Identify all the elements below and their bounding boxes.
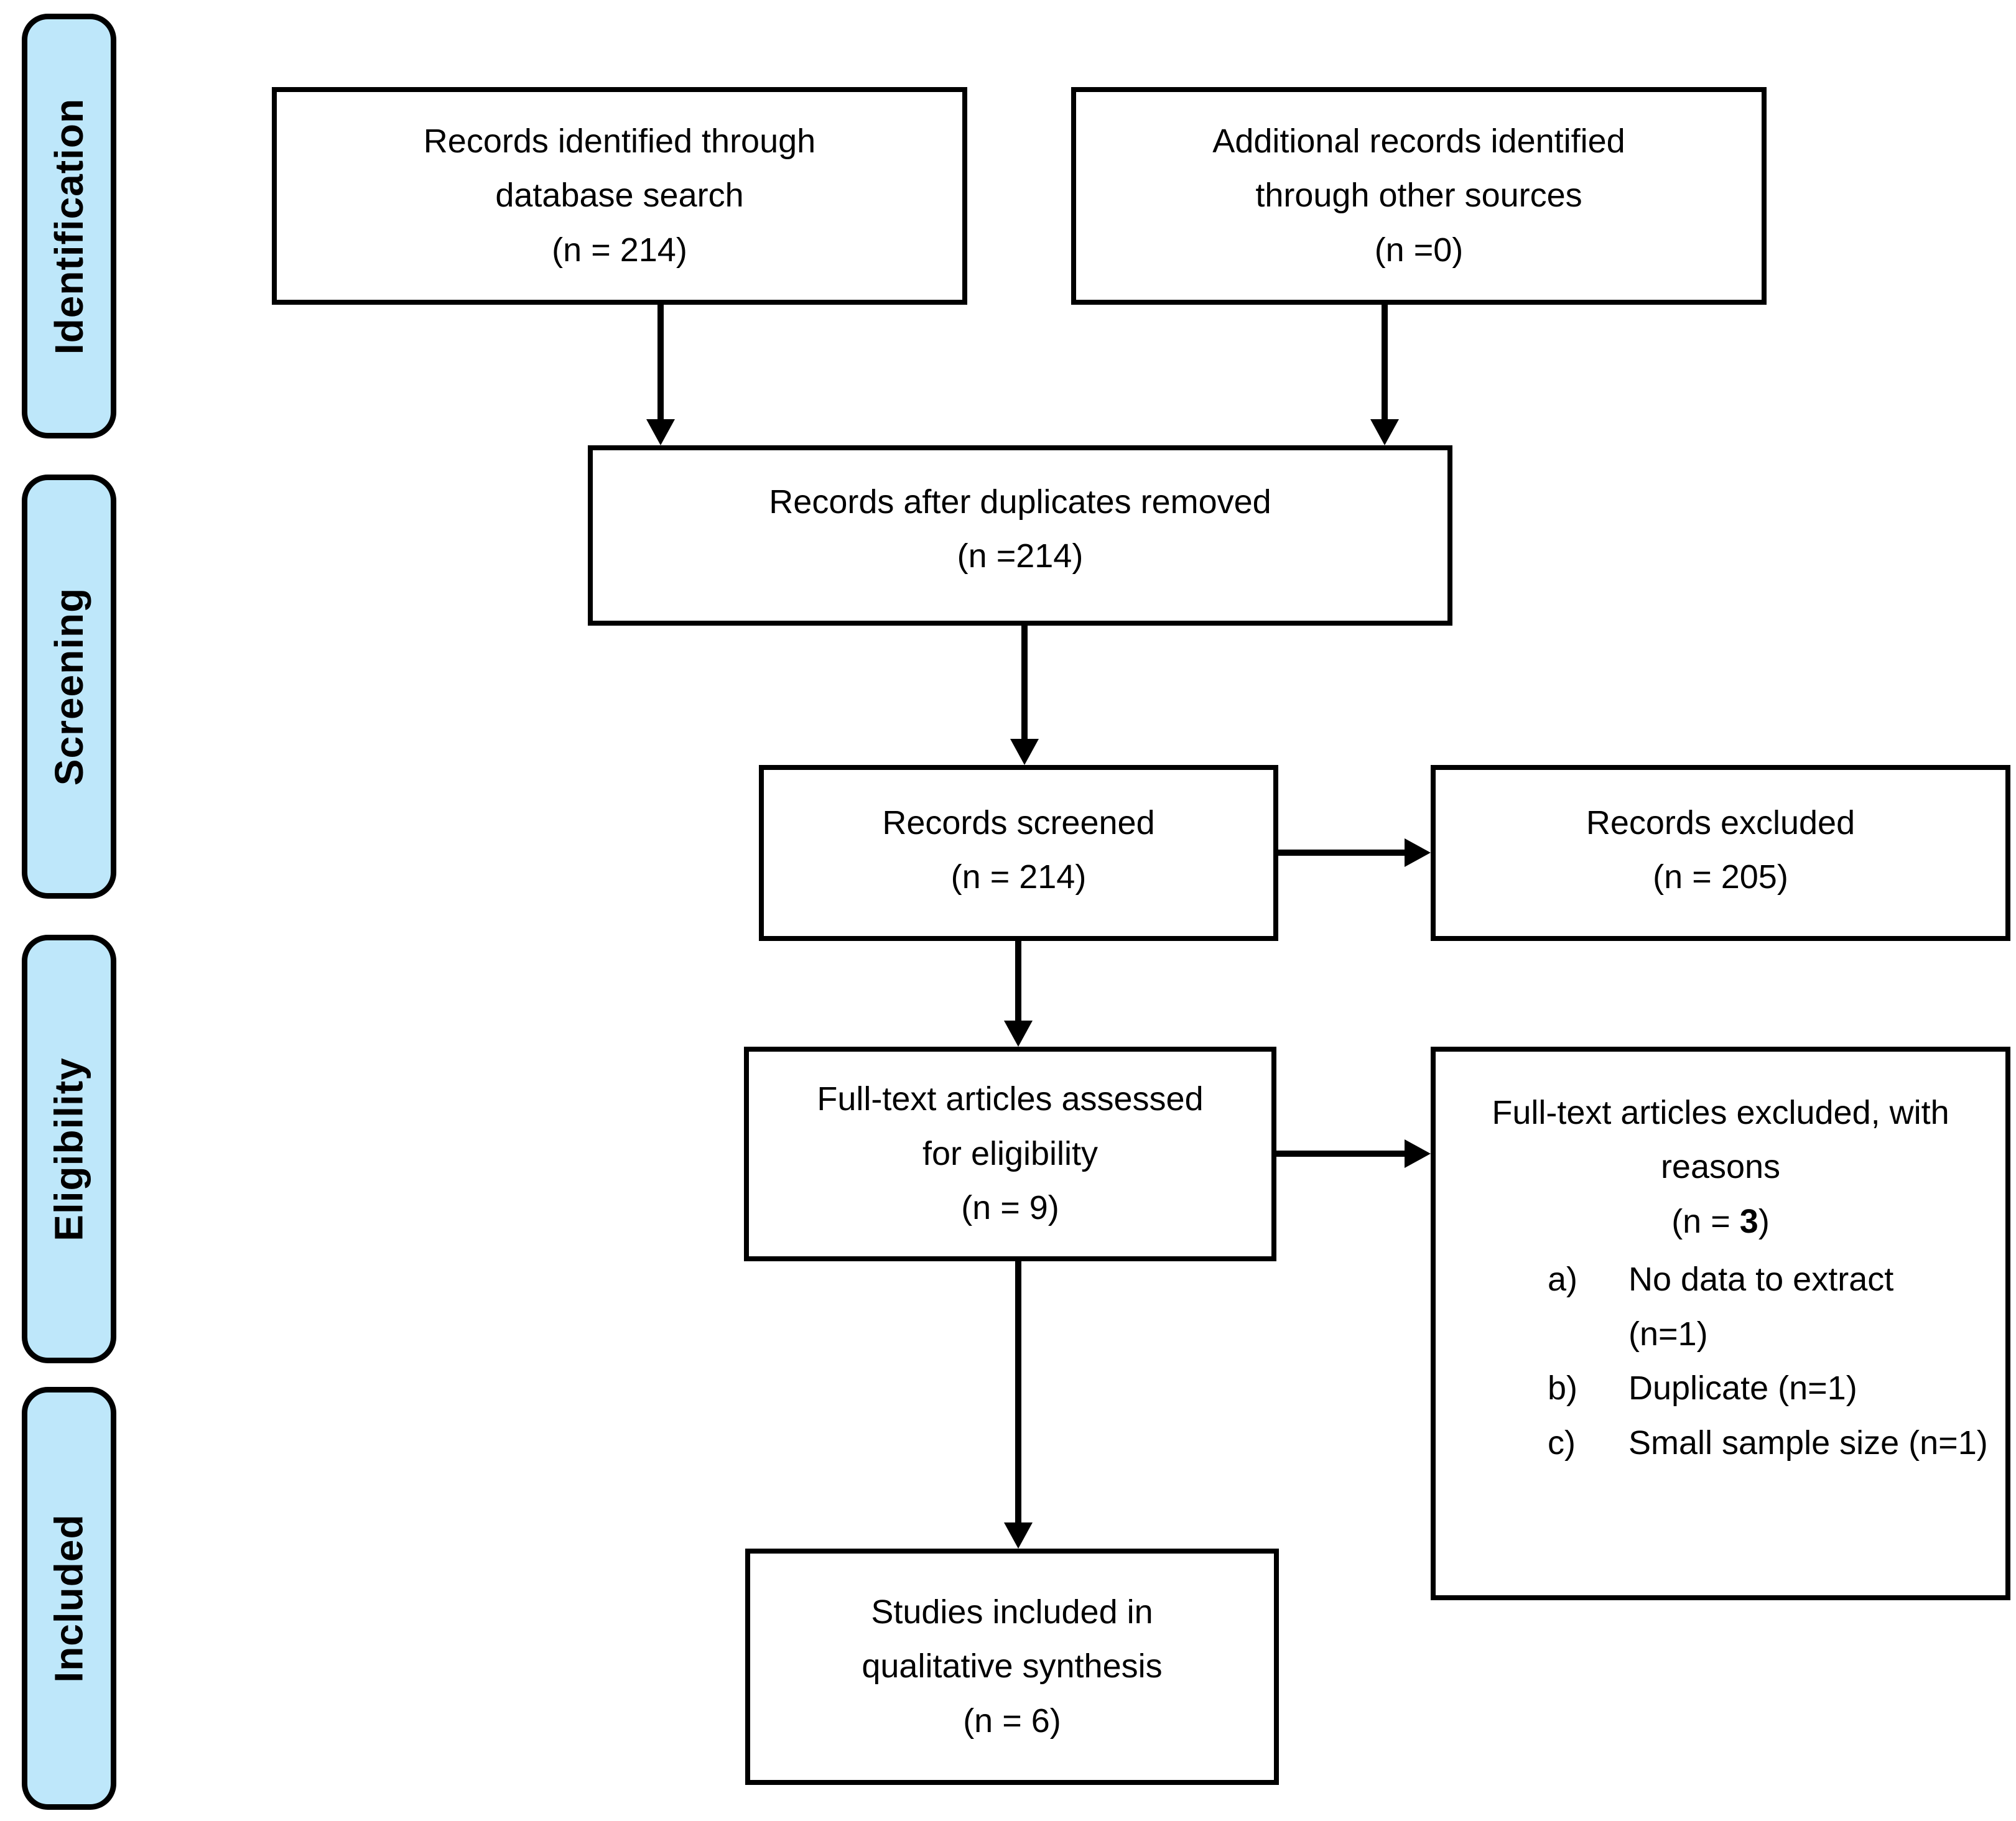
box-count-line: (n =0) [1374,231,1464,269]
box-text-line: Studies included in [871,1593,1153,1631]
box-text-line: Additional records identified [1212,122,1625,160]
arrow-duplicates-to-screened [1021,626,1028,740]
box-text-line: Full-text articles excluded, with [1492,1094,1949,1131]
box-fulltext-assessed: Full-text articles assessed for eligibil… [744,1047,1276,1261]
arrow-fulltext-to-excluded [1276,1151,1406,1157]
box-additional-records: Additional records identified through ot… [1071,87,1767,305]
arrowhead-screened-to-fulltext [1004,1021,1033,1047]
arrow-fulltext-to-included [1015,1261,1021,1524]
box-studies-included: Studies included in qualitative synthesi… [745,1549,1279,1785]
reason-marker: c) [1548,1424,1576,1462]
exclusion-reason-item: c) Small sample size (n=1) [1548,1416,2005,1470]
box-count-line: (n =214) [957,537,1084,575]
box-text-line: Records after duplicates removed [769,483,1271,521]
arrow-screened-to-excluded [1278,850,1406,856]
box-duplicates-removed: Records after duplicates removed (n =214… [588,445,1452,626]
stage-label-screening: Screening [47,587,91,786]
reason-text-line: Small sample size (n=1) [1628,1424,1988,1462]
arrow-identified-to-duplicates [657,305,664,420]
reason-text: Duplicate (n=1) [1628,1361,2005,1416]
arrow-screened-to-fulltext [1015,941,1021,1022]
exclusion-reason-item: b) Duplicate (n=1) [1548,1361,2005,1416]
box-text-line: for eligibility [922,1134,1099,1172]
stage-screening: Screening [22,475,116,899]
box-count-line: (n = 6) [963,1702,1061,1740]
box-text-line: Full-text articles assessed [817,1080,1204,1118]
box-count-line: (n = 214) [552,231,687,269]
box-count-line: (n = 3) [1671,1195,1770,1249]
box-count-line: (n = 9) [961,1189,1059,1227]
box-text-line: Records excluded [1586,804,1856,841]
reason-text-line: No data to extract [1628,1261,1894,1299]
stage-included: Included [22,1387,116,1810]
box-count-line: (n = 205) [1653,858,1788,896]
arrowhead-identified-to-duplicates [646,419,675,445]
exclusion-reason-item: a) No data to extract (n=1) [1548,1253,2005,1361]
reason-marker: b) [1548,1369,1578,1407]
box-text-line: qualitative synthesis [862,1647,1163,1685]
reason-text: No data to extract (n=1) [1628,1253,2005,1361]
box-records-excluded: Records excluded (n = 205) [1431,765,2010,941]
exclusion-reasons-list: a) No data to extract (n=1) b) Duplicate … [1436,1253,2005,1470]
arrowhead-duplicates-to-screened [1010,739,1039,765]
arrowhead-additional-to-duplicates [1370,419,1399,445]
count-prefix: (n = [1671,1202,1740,1240]
box-text-line: through other sources [1255,177,1582,215]
arrowhead-screened-to-excluded [1405,838,1431,867]
stage-identification: Identification [22,14,116,438]
box-text-line: database search [495,177,744,215]
box-text-line: reasons [1660,1148,1781,1186]
reason-marker: a) [1548,1261,1578,1299]
box-count-line: (n = 214) [950,858,1087,896]
reason-text: Small sample size (n=1) [1628,1416,2005,1470]
reason-text-line2: (n=1) [1628,1315,1708,1353]
stage-label-included: Included [47,1514,91,1683]
box-text-line: Records identified through [423,122,816,160]
reason-text-line: Duplicate (n=1) [1628,1369,1857,1407]
arrow-additional-to-duplicates [1382,305,1388,420]
box-text-line: Records screened [882,804,1155,841]
arrowhead-fulltext-to-excluded [1405,1139,1431,1168]
box-records-identified: Records identified through database sear… [272,87,967,305]
stage-eligibility: Eligibility [22,935,116,1363]
stage-label-identification: Identification [47,98,91,354]
count-value: 3 [1739,1202,1758,1240]
box-records-screened: Records screened (n = 214) [759,765,1278,941]
stage-label-eligibility: Eligibility [47,1057,91,1241]
box-fulltext-excluded: Full-text articles excluded, with reason… [1431,1047,2010,1600]
count-suffix: ) [1758,1202,1770,1240]
arrowhead-fulltext-to-included [1004,1522,1033,1549]
